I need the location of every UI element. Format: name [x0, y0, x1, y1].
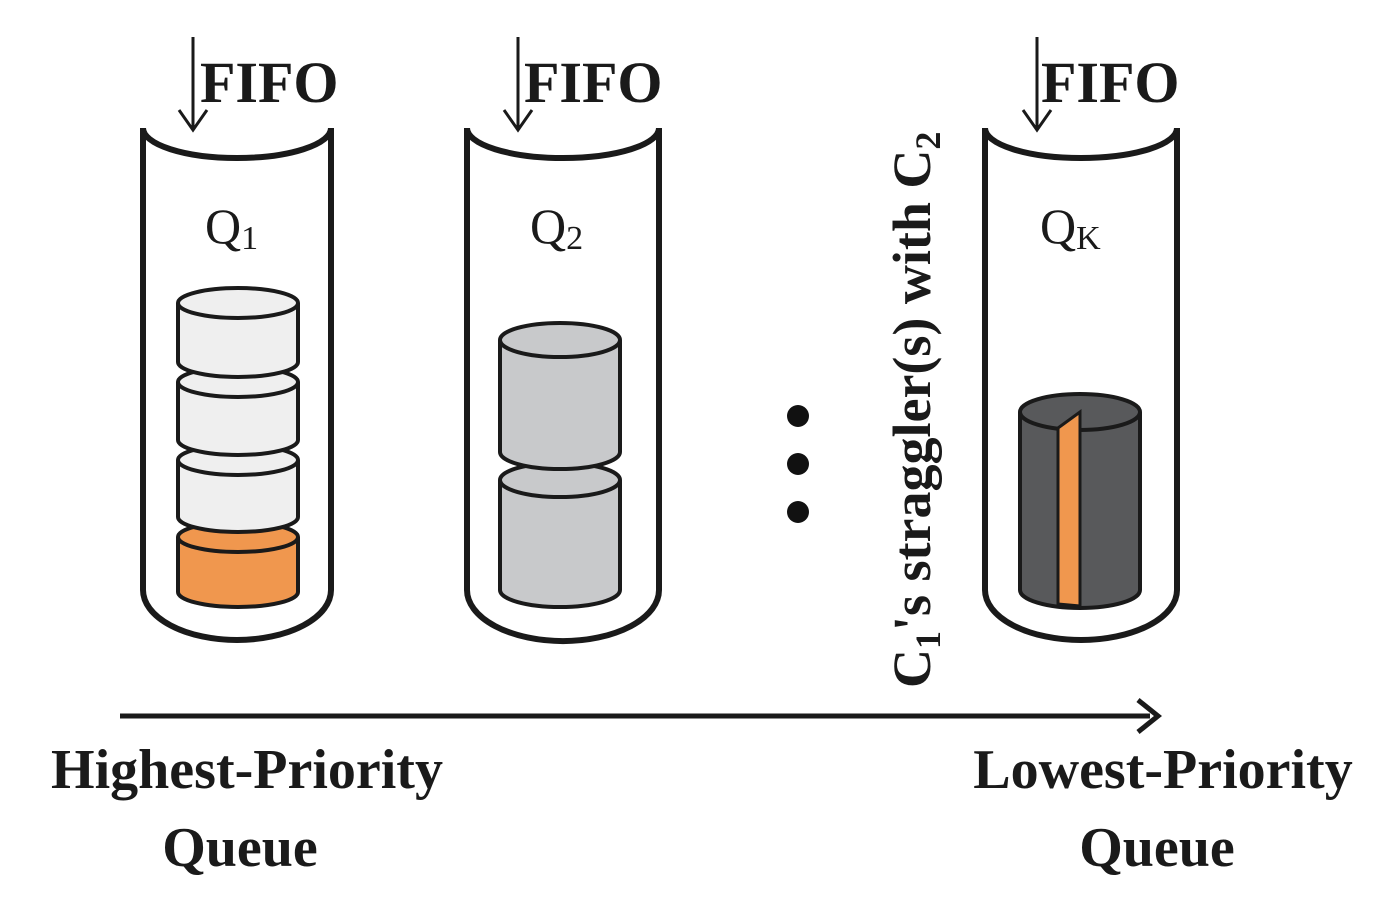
highest-priority-label-line2: Queue [162, 817, 318, 879]
queue-k-tube [982, 127, 1180, 643]
queue-2-name: Q2 [530, 198, 583, 257]
straggler-annotation: C1's straggler(s) with C2 [882, 132, 948, 688]
job [176, 303, 300, 379]
job [498, 340, 622, 471]
lowest-priority-label-line2: Queue [1079, 817, 1235, 879]
job [498, 480, 622, 609]
queue-k: FIFO QK [982, 37, 1180, 643]
job-stack-2 [498, 321, 622, 609]
dot [787, 453, 809, 475]
dot [787, 405, 809, 427]
fifo-label-1: FIFO [200, 50, 339, 115]
lowest-priority-label: Lowest-Priority [973, 739, 1352, 801]
queue-k-name: QK [1040, 198, 1101, 257]
highest-priority-label: Highest-Priority [51, 739, 443, 801]
ellipsis-dots [787, 405, 809, 523]
job-stack-1 [176, 286, 300, 609]
queue-1: FIFO Q1 [140, 37, 339, 643]
fifo-label-2: FIFO [524, 50, 663, 115]
straggler-slice [1056, 409, 1082, 608]
queue-1-name: Q1 [205, 198, 258, 257]
queue-1-tube [140, 127, 334, 643]
dot [787, 501, 809, 523]
job [176, 382, 300, 457]
fifo-label-k: FIFO [1041, 50, 1180, 115]
queue-2-tube [464, 127, 662, 645]
job [176, 460, 300, 534]
queue-2: FIFO Q2 [464, 37, 663, 645]
priority-arrow-head [1136, 698, 1163, 734]
job-stack-k [1018, 392, 1142, 610]
straggler-job [176, 537, 300, 609]
